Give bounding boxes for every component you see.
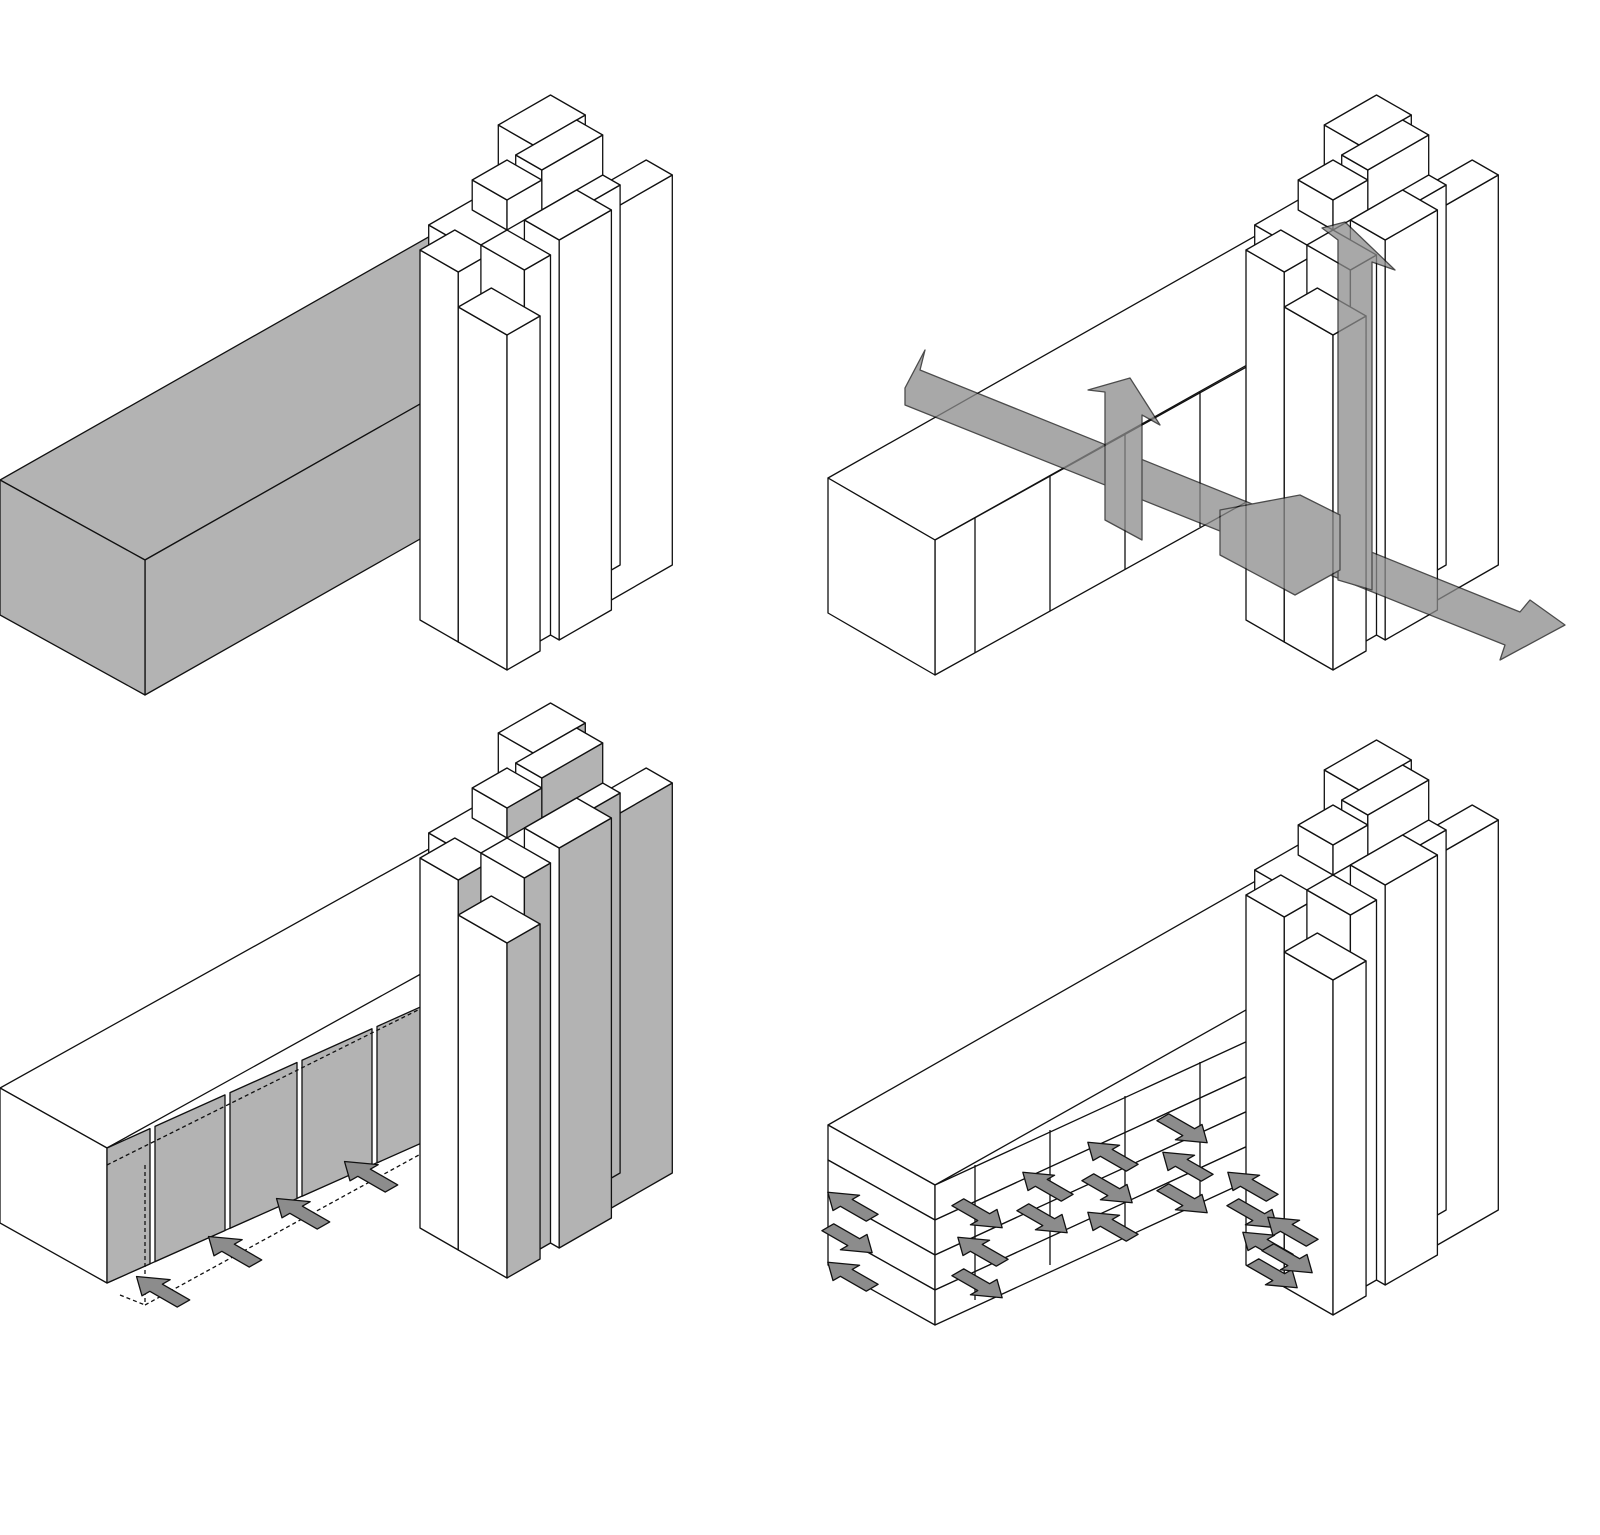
movement-arrow-icon xyxy=(1261,1243,1313,1274)
horizontal-axis-arrow xyxy=(904,349,1566,661)
panel-stacked-layers xyxy=(821,739,1499,1326)
tower-column xyxy=(1283,932,1367,1316)
entry-arrow-icon xyxy=(135,1275,191,1308)
column-top-face xyxy=(457,287,541,336)
movement-arrow-icon xyxy=(951,1268,1003,1299)
column-top-face xyxy=(1323,94,1412,146)
movement-arrow-icon xyxy=(827,1261,879,1292)
movement-arrow-icon xyxy=(1081,1173,1133,1204)
entry-arrow-icon xyxy=(343,1160,399,1193)
movement-arrow-icon xyxy=(1246,1258,1298,1289)
circulation-arrows xyxy=(904,221,1566,661)
column-top-face xyxy=(480,229,552,271)
column-top-face xyxy=(1323,739,1412,791)
junction-plane xyxy=(1219,494,1341,596)
column-top-face xyxy=(1297,804,1369,846)
movement-arrow-icon xyxy=(1156,1113,1208,1144)
movement-arrow-icon xyxy=(1087,1211,1139,1242)
panel-massing xyxy=(0,94,673,696)
entry-arrow-icon xyxy=(275,1197,331,1230)
movement-arrow-icon xyxy=(957,1236,1009,1267)
movement-arrow-icon xyxy=(1022,1171,1074,1202)
column-right-face xyxy=(558,209,613,641)
column-left-face xyxy=(419,857,459,1251)
tower-column xyxy=(1297,159,1369,231)
tower-column xyxy=(471,159,543,231)
column-left-face xyxy=(1283,306,1334,671)
tower-vertical-arrow xyxy=(1321,221,1396,591)
column-right-face xyxy=(1332,960,1367,1316)
column-top-face xyxy=(1341,119,1430,171)
panel-facade-panels xyxy=(0,702,673,1308)
movement-arrow-icon xyxy=(1267,1216,1319,1247)
column-top-face xyxy=(497,702,586,754)
column-top-face xyxy=(1341,764,1430,816)
column-top-face xyxy=(1306,874,1378,916)
entry-arrow-icon xyxy=(207,1235,263,1268)
movement-arrow-icon xyxy=(821,1223,873,1254)
column-left-face xyxy=(457,914,508,1279)
column-left-face xyxy=(419,249,459,643)
dashed-guide xyxy=(106,1004,429,1166)
column-top-face xyxy=(523,797,613,849)
column-top-face xyxy=(457,895,541,944)
movement-arrow-icon xyxy=(1087,1141,1139,1172)
movement-arrow-icon xyxy=(1227,1171,1279,1202)
tower-column xyxy=(1297,804,1369,876)
column-top-face xyxy=(471,159,543,201)
column-right-face xyxy=(558,817,613,1249)
facade-panel xyxy=(154,1094,226,1263)
movement-arrow-icon xyxy=(1162,1151,1214,1182)
column-top-face xyxy=(1349,189,1439,241)
vertical-axis-arrow xyxy=(1087,377,1161,541)
movement-arrow-icon xyxy=(1226,1198,1278,1229)
column-top-face xyxy=(515,119,604,171)
tower-column xyxy=(457,895,541,1279)
column-top-face xyxy=(515,727,604,779)
tower-column xyxy=(471,767,543,839)
column-top-face xyxy=(471,767,543,809)
movement-arrow-icon xyxy=(827,1191,879,1222)
movement-arrow-icon xyxy=(1016,1203,1068,1234)
movement-arrow-icon xyxy=(951,1198,1003,1229)
slab-front-face xyxy=(0,479,146,696)
panel-circulation-axes xyxy=(827,94,1566,676)
facade-panel xyxy=(106,1128,151,1284)
column-top-face xyxy=(1349,834,1439,886)
movement-arrow-icon xyxy=(1156,1183,1208,1214)
column-top-face xyxy=(480,837,552,879)
facade-panel xyxy=(229,1061,298,1229)
column-right-face xyxy=(506,923,541,1279)
slab-front-face xyxy=(827,477,936,676)
column-right-face xyxy=(1384,854,1439,1286)
tower-column xyxy=(457,287,541,671)
column-top-face xyxy=(1283,932,1367,981)
column-left-face xyxy=(457,306,508,671)
column-top-face xyxy=(523,189,613,241)
column-right-face xyxy=(506,315,541,671)
column-top-face xyxy=(1297,159,1369,201)
column-top-face xyxy=(497,94,586,146)
dashed-guide xyxy=(119,1294,146,1306)
